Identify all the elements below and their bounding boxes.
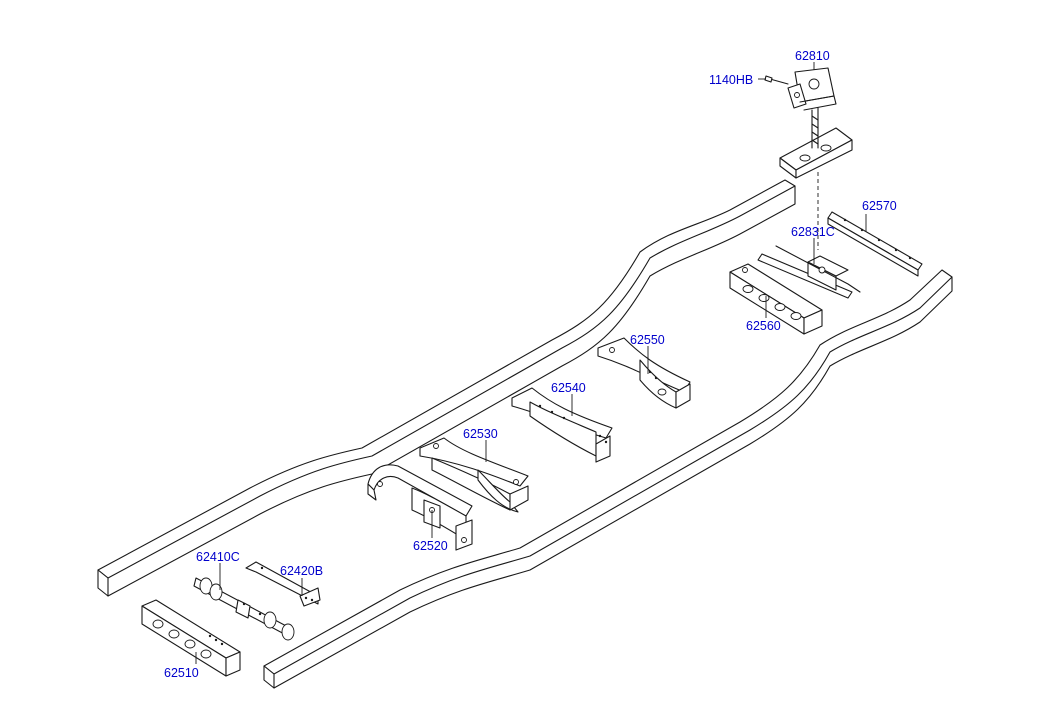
bracket-bar-62420B [245,561,321,607]
label-62520[interactable]: 62520 [413,539,448,553]
label-62540[interactable]: 62540 [551,381,586,395]
leader-lines [195,62,867,664]
bolt-1140HB [764,75,789,85]
cross-member-62520 [367,464,473,551]
label-62420B[interactable]: 62420B [280,564,323,578]
reinforcement-62570 [827,211,923,277]
cross-member-62560 [729,263,823,335]
right-frame-rail [263,269,953,689]
left-frame-rail [97,179,796,597]
label-1140HB[interactable]: 1140HB [709,73,753,87]
cross-member-62530 [419,437,529,513]
rear-cross-member [779,127,853,179]
label-62810[interactable]: 62810 [795,49,830,63]
cross-member-62550 [597,337,691,409]
spare-tire-carrier-62810 [787,67,837,149]
cross-member-62540 [511,387,613,463]
front-cross-bar-62410C [193,577,295,641]
label-62550[interactable]: 62550 [630,333,665,347]
label-62570[interactable]: 62570 [862,199,897,213]
label-62410C[interactable]: 62410C [196,550,240,564]
label-62831C[interactable]: 62831C [791,225,835,239]
bracket-62831C [757,245,861,299]
callout-labels: 62810 1140HB 62570 62831C 62560 62550 62… [164,49,897,680]
label-62560[interactable]: 62560 [746,319,781,333]
label-62530[interactable]: 62530 [463,427,498,441]
label-62510[interactable]: 62510 [164,666,199,680]
front-cross-member-62510 [141,599,241,677]
